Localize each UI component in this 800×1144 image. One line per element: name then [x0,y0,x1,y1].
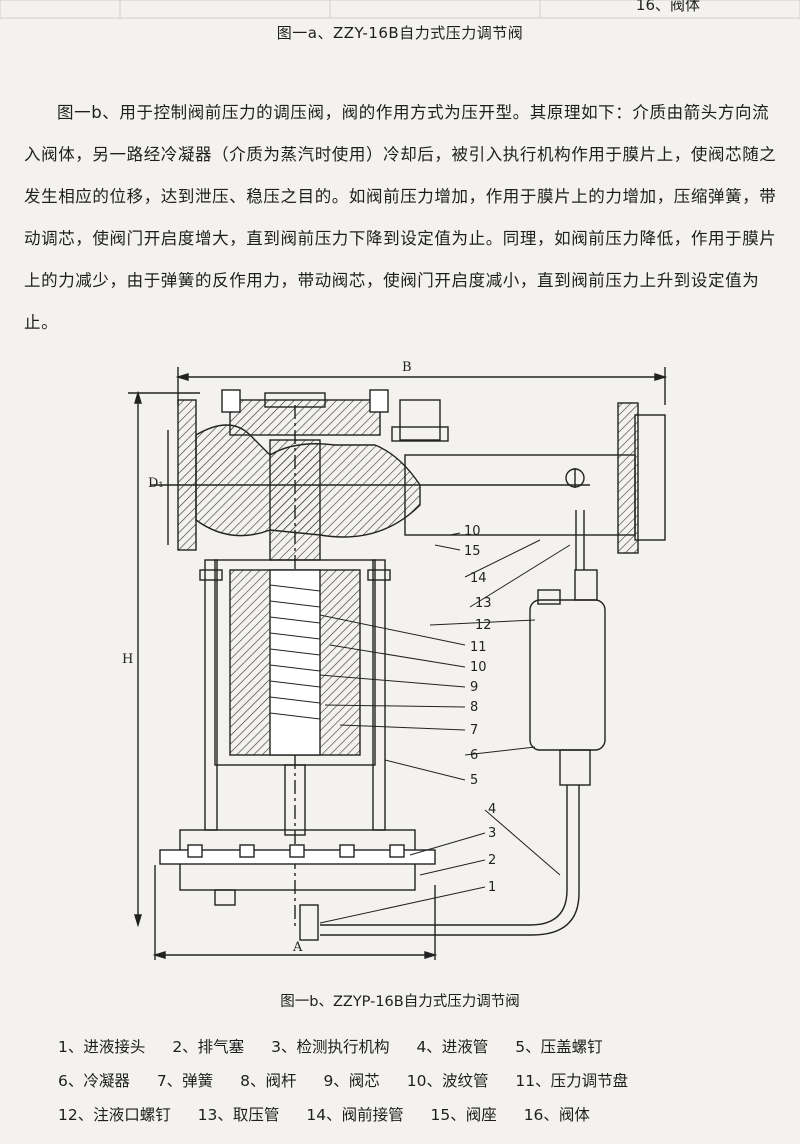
callout-15: 15 [464,544,481,559]
legend-item: 12、注液口螺钉 [58,1106,171,1124]
callout-6: 6 [470,748,478,763]
callout-7: 7 [470,723,478,738]
callout-4: 4 [488,802,496,817]
callout-14: 14 [470,571,487,586]
legend-row-2: 6、冷凝器 7、弹簧 8、阀杆 9、阀芯 10、波纹管 11、压力调节盘 [58,1064,778,1098]
scan-bleed-top [0,0,800,19]
body-paragraph: 图一b、用于控制阀前压力的调压阀，阀的作用方式为压开型。其原理如下：介质由箭头方… [24,92,780,344]
callout-9: 9 [470,680,478,695]
legend-item: 15、阀座 [430,1106,497,1124]
dim-b-label: B [402,360,412,375]
legend-item: 13、取压管 [197,1106,280,1124]
legend-item: 6、冷凝器 [58,1072,130,1090]
figure-b-title: 图一b、ZZYP-16B自力式压力调节阀 [280,994,520,1010]
legend-item: 2、排气塞 [172,1038,245,1056]
callout-2: 2 [488,853,496,868]
dim-d1-label: D₁ [148,476,164,491]
legend-row-3: 12、注液口螺钉 13、取压管 14、阀前接管 15、阀座 16、阀体 [58,1098,778,1132]
callout-3: 3 [488,826,496,841]
legend-item: 16、阀体 [523,1106,590,1124]
paragraph-text: 图一b、用于控制阀前压力的调压阀，阀的作用方式为压开型。其原理如下：介质由箭头方… [24,103,777,332]
legend-item: 8、阀杆 [240,1072,297,1090]
callout-10-lower: 10 [470,660,487,675]
legend-item: 3、检测执行机构 [271,1038,390,1056]
valve-diagram: B A H D₁ 10 15 14 13 12 11 10 9 8 7 6 5 … [122,360,668,960]
figure-a-title: 图一a、ZZY-16B自力式压力调节阀 [276,24,524,42]
legend-item: 1、进液接头 [58,1038,146,1056]
legend-item: 10、波纹管 [406,1072,489,1090]
legend-row-1: 1、进液接头 2、排气塞 3、检测执行机构 4、进液管 5、压盖螺钉 [58,1030,778,1064]
legend-item: 5、压盖螺钉 [515,1038,603,1056]
callout-5: 5 [470,773,478,788]
legend-item: 4、进液管 [416,1038,489,1056]
top-fragment: 16、阀体 [635,0,700,14]
legend-item: 9、阀芯 [323,1072,380,1090]
callout-12: 12 [475,618,492,633]
legend-item: 7、弹簧 [156,1072,214,1090]
callout-1: 1 [488,880,496,895]
callout-11: 11 [470,640,487,655]
callout-10-upper: 10 [464,524,481,539]
dim-a-label: A [292,940,303,955]
legend-item: 14、阀前接管 [306,1106,404,1124]
parts-legend: 1、进液接头 2、排气塞 3、检测执行机构 4、进液管 5、压盖螺钉 6、冷凝器… [58,1030,778,1132]
callout-13: 13 [475,596,492,611]
legend-item: 11、压力调节盘 [515,1072,629,1090]
callout-8: 8 [470,700,478,715]
dim-h-label: H [122,652,133,667]
